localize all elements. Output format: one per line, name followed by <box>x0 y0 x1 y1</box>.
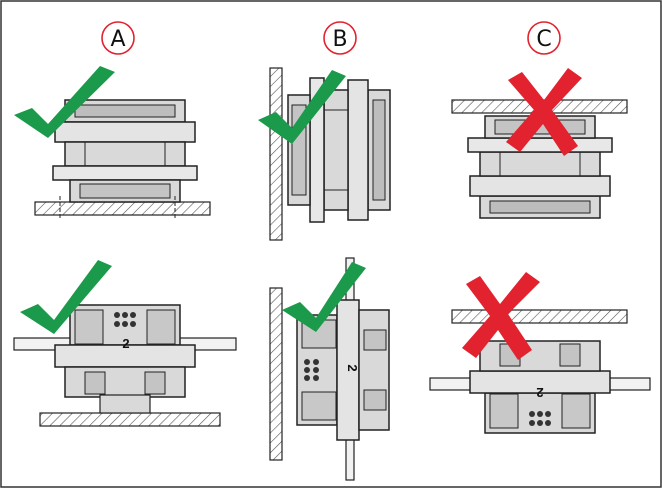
mounting-plate <box>451 309 628 324</box>
mounting-plate <box>34 201 211 216</box>
variant-B-top <box>269 67 391 241</box>
variant-B-bottom: 2 <box>269 257 390 481</box>
mounting-wall <box>269 287 283 461</box>
variant-A-top <box>34 99 211 220</box>
svg-text:2: 2 <box>345 364 360 371</box>
mounting-plate <box>39 412 221 427</box>
cross-icon <box>506 68 582 156</box>
svg-text:B: B <box>332 27 347 52</box>
check-icon <box>282 262 366 332</box>
svg-text:C: C <box>536 27 551 52</box>
mounting-wall <box>269 67 283 241</box>
cross-icon <box>462 272 540 360</box>
variant-C-bottom: 2 <box>429 309 651 434</box>
label-C: C <box>527 21 561 55</box>
label-B: B <box>323 21 357 55</box>
check-icon <box>14 66 115 138</box>
variant-A-bottom: 2 <box>13 304 237 427</box>
svg-text:2: 2 <box>536 385 543 400</box>
svg-text:2: 2 <box>122 336 129 351</box>
check-icon <box>20 260 112 334</box>
label-A: A <box>101 21 135 55</box>
check-icon <box>258 70 346 144</box>
svg-text:A: A <box>110 27 125 52</box>
